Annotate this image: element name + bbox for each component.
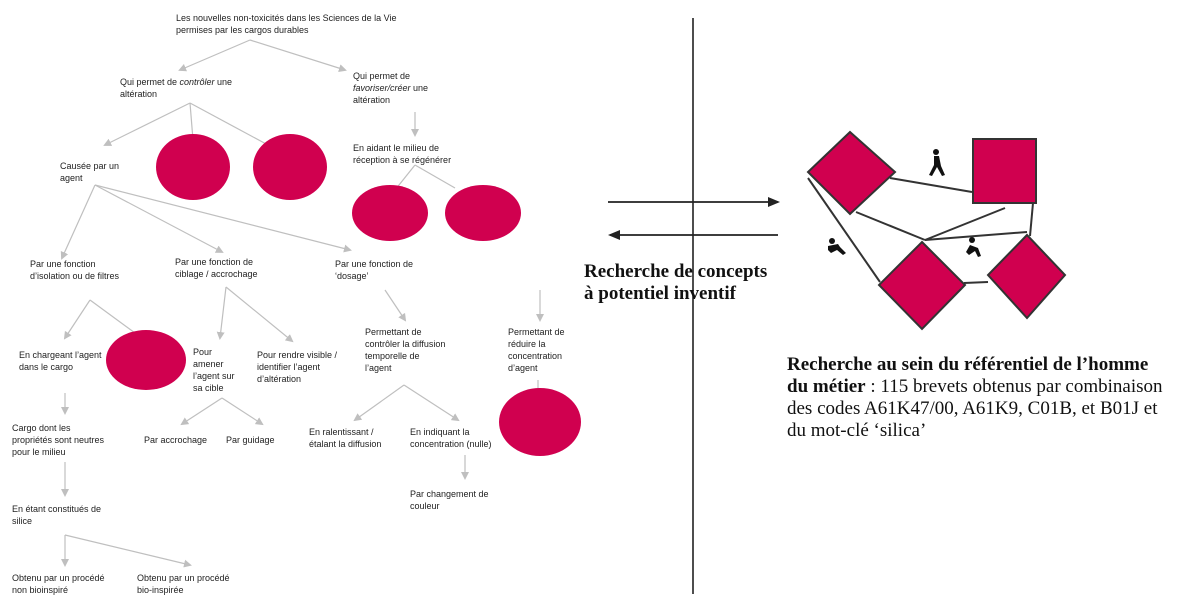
blob-6: [499, 388, 581, 456]
blob-1: [156, 134, 230, 200]
node-indiquant: En indiquant la concentration (nulle): [410, 427, 492, 449]
walking-person-icon: [929, 149, 945, 176]
node-amener: Pour amener l’agent sur sa cible: [193, 347, 235, 393]
masking-blobs: [106, 134, 581, 456]
falling-person-icon: [828, 238, 846, 255]
reference-description-rest: : 115 brevets obtenus par combinaison de…: [787, 376, 1163, 441]
falling-person-icon-2: [966, 237, 981, 257]
node-bioinspire: Obtenu par un procédé bio-inspirée: [137, 573, 230, 595]
node-ralentissant: En ralentissant / étalant la diffusion: [309, 427, 382, 449]
tree-connectors: [60, 39, 544, 568]
node-controler: Qui permet de contrôler une altération: [120, 76, 232, 100]
blob-3: [352, 185, 428, 241]
reference-description-bold: Recherche au sein du référentiel de l’ho…: [787, 354, 1149, 397]
root-node: Les nouvelles non-toxicités dans les Sci…: [176, 13, 397, 35]
node-favoriser: Qui permet de favoriser/créer une altéra…: [353, 70, 428, 106]
node-accrochage: Par accrochage: [144, 435, 208, 445]
node-chargeant: En chargeant l’agent dans le cargo: [19, 350, 102, 372]
node-favoriser-em: favoriser/créer: [353, 83, 411, 93]
node-ciblage: Par une fonction de ciblage / accrochage: [175, 257, 258, 279]
blob-5: [106, 330, 186, 390]
blob-4: [445, 185, 521, 241]
node-changement: Par changement de couleur: [410, 489, 489, 511]
node-dosage: Par une fonction de ‘dosage’: [335, 259, 414, 281]
blob-2: [253, 134, 327, 200]
node-controler-post: une altération: [120, 77, 233, 99]
node-non-bioinspire: Obtenu par un procédé non bioinspiré: [12, 573, 105, 595]
node-silice: En étant constitués de silice: [12, 504, 102, 526]
node-controler-pre: Qui permet de: [120, 77, 180, 87]
node-controler-em: contrôler: [179, 77, 215, 87]
node-reduire: Permettant de réduire la concentration d…: [508, 327, 565, 373]
node-guidage: Par guidage: [226, 435, 275, 445]
node-cargo-neutre: Cargo dont les propriétés sont neutres p…: [12, 423, 105, 457]
concept-network: [806, 130, 1067, 331]
reference-description: Recherche au sein du référentiel de l’ho…: [787, 354, 1172, 442]
node-aidant: En aidant le milieu de réception à se ré…: [353, 143, 452, 165]
node-favoriser-pre: Qui permet de: [353, 71, 411, 81]
node-visible: Pour rendre visible / identifier l’agent…: [257, 350, 338, 384]
node-controler-diffusion: Permettant de contrôler la diffusion tem…: [365, 327, 446, 373]
node-isolation: Par une fonction d’isolation ou de filtr…: [30, 259, 120, 281]
concepts-search-label: Recherche de concepts à potentiel invent…: [584, 261, 768, 304]
node-favoriser-post: une altération: [353, 83, 429, 105]
node-causee: Causée par un agent: [60, 161, 120, 183]
